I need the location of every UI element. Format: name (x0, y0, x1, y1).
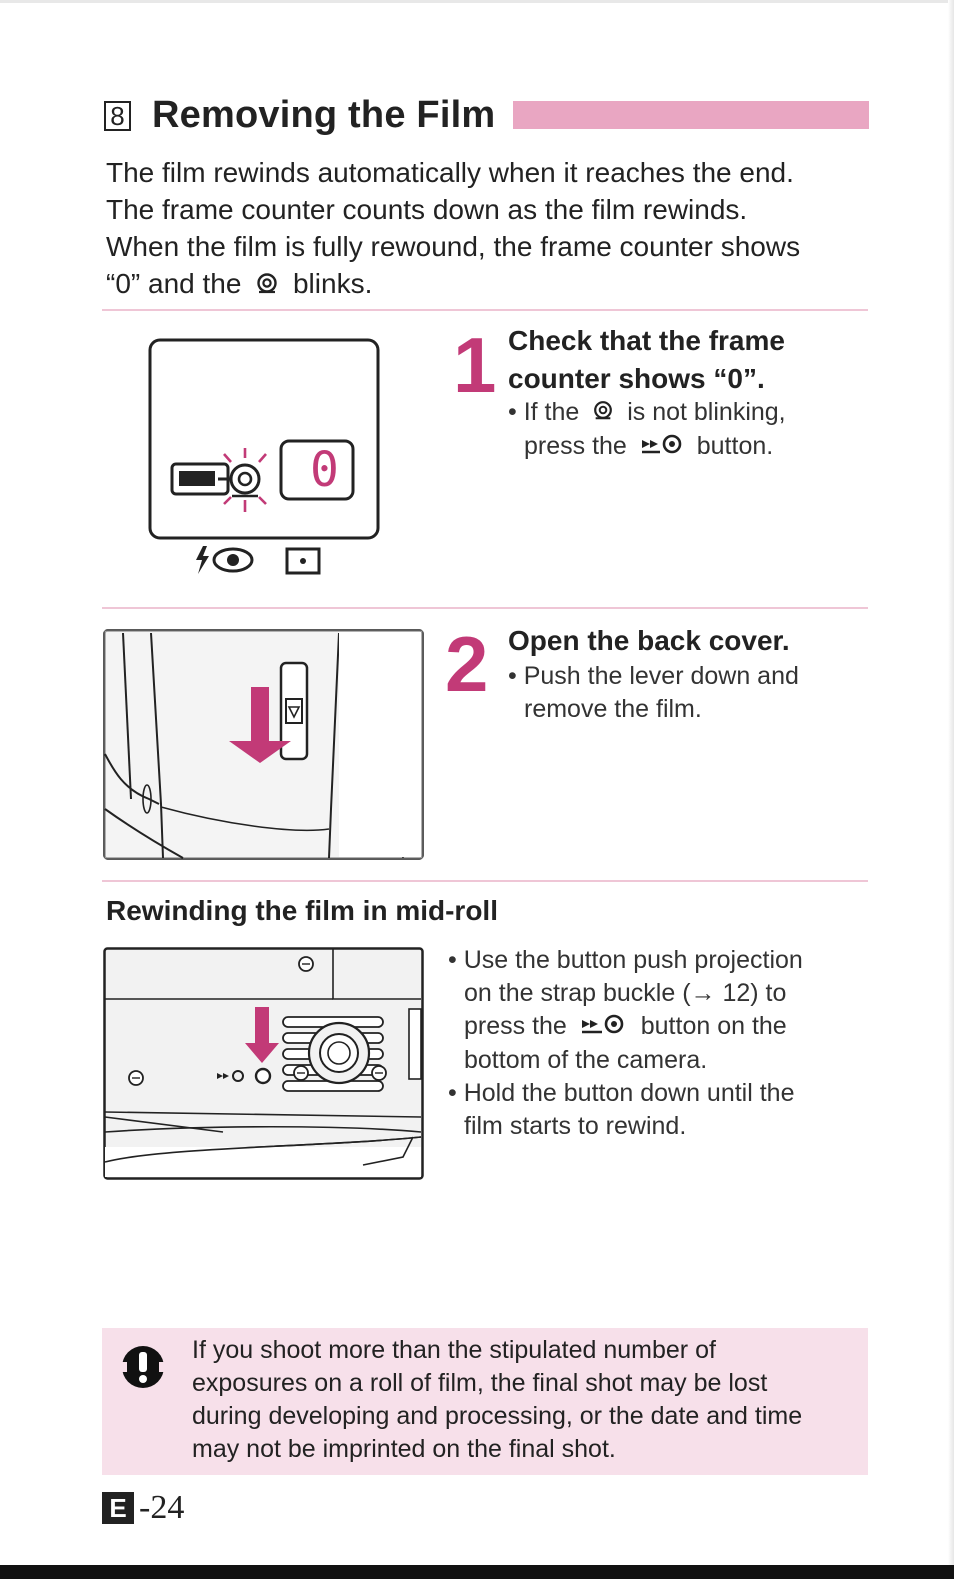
intro-paragraph: The film rewinds automatically when it r… (106, 154, 896, 304)
divider-1 (102, 309, 868, 311)
midroll-bullet-1-line-3-start: press the (464, 1012, 567, 1040)
midroll-bullet-1-line-1: • Use the button push projection (448, 946, 803, 974)
rewind-end-icon (255, 267, 279, 304)
divider-3 (102, 880, 868, 882)
caution-icon (120, 1344, 166, 1395)
midroll-title: Rewinding the film in mid-roll (106, 895, 498, 926)
step-1-title-line-2: counter shows “0”. (508, 363, 765, 394)
step-2-title: Open the back cover. (508, 625, 790, 656)
step-1-bullet: • If the is not blinking, press the butt… (508, 396, 786, 464)
midroll-bullet-2-line-2: film starts to rewind. (464, 1111, 687, 1140)
step-1-title-line-1: Check that the frame (508, 325, 785, 356)
section-number: 8 (104, 101, 131, 131)
title-accent-bar (513, 101, 869, 129)
intro-line-4-start: “0” and the (106, 268, 242, 299)
caution-line-4: may not be imprinted on the final shot. (192, 1435, 616, 1463)
midroll-instructions: • Use the button push projection on the … (448, 944, 868, 1143)
step-1-number: 1 (453, 321, 497, 409)
step-2-bullet: • Push the lever down and remove the fil… (508, 660, 799, 726)
step-1-bullet-line-2: press the button. (508, 430, 786, 464)
flash-redeye-icon (193, 544, 255, 581)
step-2-number: 2 (445, 620, 489, 708)
step-2-bullet-line-1: • Push the lever down and (508, 662, 799, 690)
step-2-bullet-line-2: remove the film. (524, 695, 702, 723)
midroll-bullet-1-line-3-end: button on the (640, 1012, 787, 1040)
caution-line-1: If you shoot more than the stipulated nu… (192, 1336, 716, 1364)
section-title: Removing the Film (152, 94, 496, 136)
midroll-bullet-2-line-1: • Hold the button down until the (448, 1078, 795, 1107)
camera-bottom-figure (103, 947, 425, 1187)
step-1-bullet-line-2-start: press the (524, 431, 627, 460)
lcd-panel-figure: 0 (148, 338, 388, 583)
intro-line-4: “0” and the blinks. (106, 265, 896, 304)
page-edge-top (0, 0, 954, 3)
page-edge-bottom (0, 1565, 954, 1579)
page-edge-right (948, 0, 954, 1579)
frame-counter-value: 0 (310, 442, 339, 498)
step-1-bullet-start: • If the (508, 398, 580, 426)
caution-box (102, 1328, 868, 1475)
step-1-bullet-middle: is not blinking, (627, 398, 786, 426)
caution-line-2: exposures on a roll of film, the final s… (192, 1369, 768, 1397)
intro-line-2: The frame counter counts down as the fil… (106, 194, 748, 225)
caution-text: If you shoot more than the stipulated nu… (192, 1334, 862, 1466)
rewind-button-icon (640, 431, 684, 464)
step-1-bullet-line-2-end: button. (696, 431, 774, 460)
midroll-bullet-1-line-2: on the strap buckle (→ 12) to (464, 979, 787, 1007)
page-number: -24 (139, 1489, 185, 1526)
divider-2 (102, 607, 868, 609)
rewind-end-icon (592, 397, 614, 430)
step-1-bullet-line-1: • If the is not blinking, (508, 396, 786, 430)
midroll-bullet-1-line-4: bottom of the camera. (464, 1045, 708, 1074)
intro-line-4-end: blinks. (292, 268, 373, 299)
spot-meter-icon (285, 547, 321, 580)
step-1-title: Check that the frame counter shows “0”. (508, 322, 785, 398)
language-badge: E (102, 1492, 134, 1524)
intro-line-1: The film rewinds automatically when it r… (106, 157, 794, 188)
caution-line-3: during developing and processing, or the… (192, 1402, 803, 1430)
rewind-button-icon (580, 1011, 628, 1044)
intro-line-3: When the film is fully rewound, the fram… (106, 231, 801, 262)
midroll-bullet-1-line-3: press the button on the (448, 1010, 868, 1044)
back-cover-figure (103, 629, 425, 866)
